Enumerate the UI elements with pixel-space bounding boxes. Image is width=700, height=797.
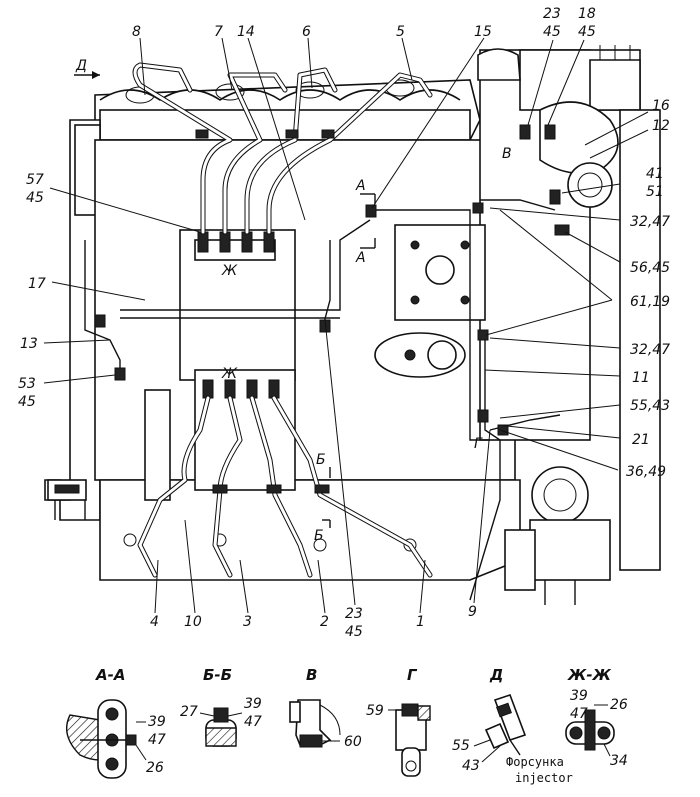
callout-45-left: 45 bbox=[26, 190, 44, 206]
callout-5: 5 bbox=[396, 24, 405, 40]
callout-41: 41 bbox=[646, 166, 664, 182]
callout-45-left-2: 45 bbox=[18, 394, 36, 410]
detail-v-label-60: 60 bbox=[344, 734, 362, 750]
section-mark-v: В bbox=[502, 146, 512, 162]
detail-bb-title: Б-Б bbox=[203, 666, 232, 684]
callout-53: 53 bbox=[18, 376, 36, 392]
callout-2: 2 bbox=[320, 614, 329, 630]
callout-10: 10 bbox=[184, 614, 202, 630]
detail-v-title: В bbox=[306, 666, 317, 684]
callout-32-47-a: 32,47 bbox=[630, 214, 670, 230]
callout-56-45: 56,45 bbox=[630, 260, 670, 276]
section-mark-b-bottom: Б bbox=[314, 528, 324, 544]
view-arrow-d: Д bbox=[74, 58, 100, 79]
callout-45-bottom: 45 bbox=[345, 624, 363, 640]
detail-bb-label-27: 27 bbox=[180, 704, 198, 720]
callout-51: 51 bbox=[646, 184, 664, 200]
detail-d-caption-ru: Форсунка bbox=[506, 755, 564, 769]
callout-17: 17 bbox=[28, 276, 46, 292]
callout-21: 21 bbox=[632, 432, 650, 448]
callout-45-top-2: 45 bbox=[578, 24, 596, 40]
callout-15: 15 bbox=[474, 24, 492, 40]
callout-32-47-b: 32,47 bbox=[630, 342, 670, 358]
detail-d-label-55: 55 bbox=[452, 738, 470, 754]
detail-bb: Б-Б 27 39 47 bbox=[180, 666, 262, 747]
callout-23-top: 23 bbox=[543, 6, 561, 22]
callout-9: 9 bbox=[468, 604, 477, 620]
callout-7: 7 bbox=[214, 24, 223, 40]
fittings bbox=[94, 124, 570, 494]
detail-g-label-59: 59 bbox=[366, 703, 384, 719]
callout-45-top: 45 bbox=[543, 24, 561, 40]
callout-14: 14 bbox=[237, 24, 255, 40]
detail-bb-label-39: 39 bbox=[244, 696, 262, 712]
detail-g-title: Г bbox=[407, 666, 418, 684]
leader-lines bbox=[43, 37, 649, 614]
detail-d-caption-en: injector bbox=[515, 771, 573, 785]
section-mark-zh-bottom: Ж bbox=[221, 366, 238, 382]
detail-zz-label-26: 26 bbox=[610, 697, 628, 713]
detail-aa-label-26: 26 bbox=[146, 760, 164, 776]
section-mark-a-bottom: А bbox=[355, 250, 366, 266]
detail-zz: Ж-Ж 39 47 26 34 bbox=[565, 666, 628, 769]
detail-zz-label-47: 47 bbox=[570, 706, 588, 722]
callout-57: 57 bbox=[26, 172, 44, 188]
callout-61-19: 61,19 bbox=[630, 294, 670, 310]
view-arrow-label: Д bbox=[75, 58, 87, 74]
callout-55-43: 55,43 bbox=[630, 398, 670, 414]
fuel-lines bbox=[84, 62, 561, 601]
callout-12: 12 bbox=[652, 118, 670, 134]
detail-d-label-43: 43 bbox=[462, 758, 480, 774]
callout-36-49: 36,49 bbox=[626, 464, 666, 480]
detail-d-title: Д bbox=[489, 666, 503, 684]
section-marks: А А Ж Ж Б Б В Г bbox=[221, 146, 512, 544]
callout-6: 6 bbox=[302, 24, 311, 40]
section-mark-zh-top: Ж bbox=[221, 263, 238, 279]
detail-aa-label-47: 47 bbox=[148, 732, 166, 748]
detail-d: Д 55 43 Форсунка injector bbox=[452, 666, 573, 785]
detail-aa-title: А-А bbox=[95, 666, 125, 684]
callout-23-bottom: 23 bbox=[345, 606, 363, 622]
callout-11: 11 bbox=[632, 370, 650, 386]
detail-aa-label-39: 39 bbox=[148, 714, 166, 730]
injection-pump bbox=[144, 224, 486, 501]
section-mark-a-top: А bbox=[355, 178, 366, 194]
detail-v: В 60 bbox=[289, 666, 362, 750]
callout-3: 3 bbox=[243, 614, 252, 630]
detail-zz-title: Ж-Ж bbox=[567, 666, 612, 684]
callout-4: 4 bbox=[150, 614, 159, 630]
engine-body bbox=[44, 45, 661, 605]
callout-13: 13 bbox=[20, 336, 38, 352]
callout-8: 8 bbox=[132, 24, 141, 40]
detail-zz-label-34: 34 bbox=[610, 753, 628, 769]
detail-zz-label-39: 39 bbox=[570, 688, 588, 704]
section-mark-g: Г bbox=[474, 436, 483, 452]
callout-1: 1 bbox=[416, 614, 425, 630]
callout-16: 16 bbox=[652, 98, 670, 114]
detail-aa: А-А 39 47 26 bbox=[66, 666, 166, 779]
callout-18: 18 bbox=[578, 6, 596, 22]
callout-labels: 8 7 14 6 5 15 23 45 18 45 16 12 41 51 32… bbox=[18, 6, 670, 640]
detail-g: Г 59 bbox=[366, 666, 431, 777]
detail-bb-label-47: 47 bbox=[244, 714, 262, 730]
section-mark-b-top: Б bbox=[316, 452, 326, 468]
